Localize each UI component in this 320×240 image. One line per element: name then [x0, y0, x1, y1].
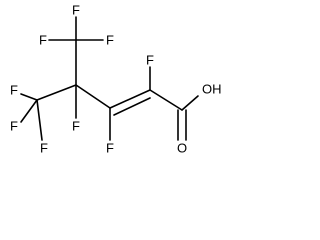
bond-c2-c3 — [36, 84, 77, 101]
atom-label-f8: F — [106, 141, 114, 156]
bond-c3-f5 — [20, 99, 38, 123]
bond-c4-c5-double — [113, 97, 151, 116]
bond-c3-f6 — [36, 99, 43, 141]
bond-c6-oh — [181, 95, 199, 111]
bond-c5-c6 — [149, 89, 183, 111]
bond-c3-f4 — [20, 93, 38, 101]
chemical-structure: F F F F F F F F F OH O — [10, 3, 222, 156]
atom-label-f4: F — [10, 83, 18, 98]
atom-label-f1: F — [72, 3, 80, 18]
atom-label-o: O — [177, 141, 187, 156]
atom-label-oh: OH — [202, 82, 222, 97]
atom-label-f2: F — [39, 33, 47, 48]
bond-c4-c5 — [109, 89, 151, 109]
atom-label-f7: F — [72, 119, 80, 134]
atom-label-f6: F — [40, 141, 48, 156]
atom-label-f9: F — [146, 53, 154, 68]
atom-label-f3: F — [106, 33, 114, 48]
atom-label-f5: F — [10, 119, 18, 134]
bond-c2-c4 — [75, 84, 111, 109]
